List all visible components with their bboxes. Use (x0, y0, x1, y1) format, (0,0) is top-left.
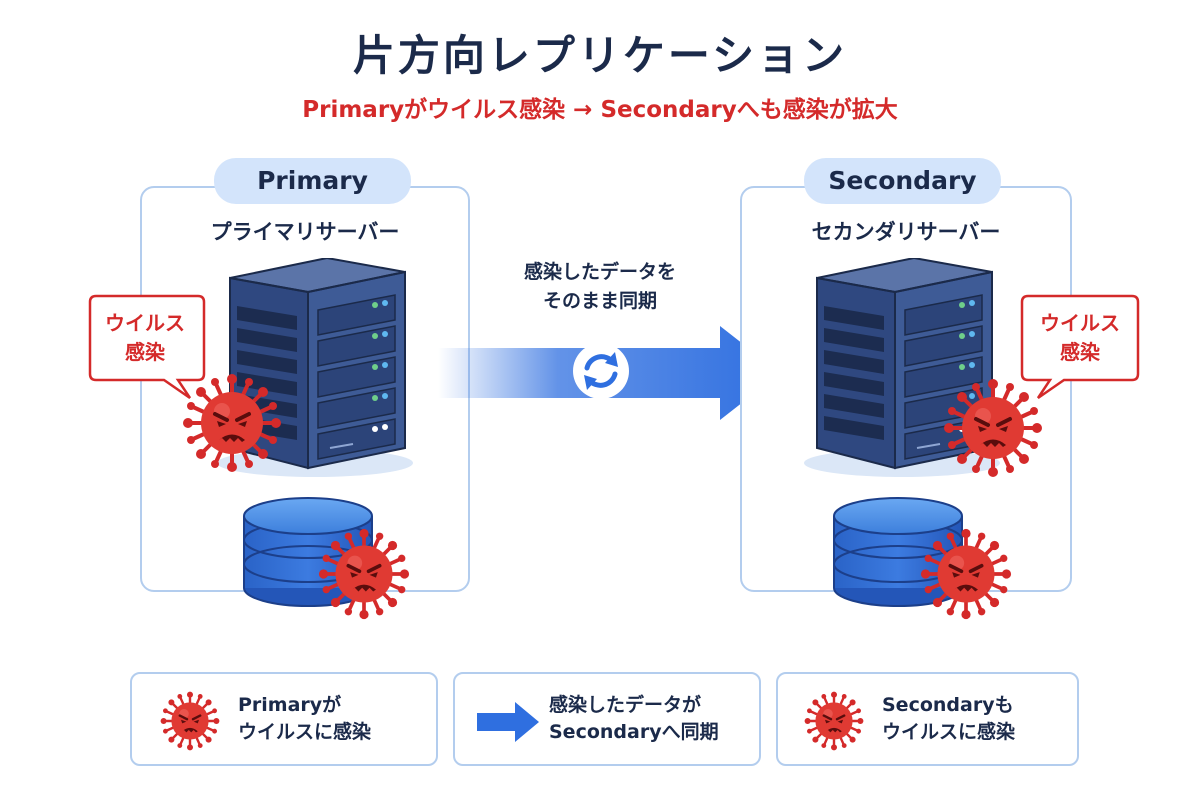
virus-icon (160, 691, 220, 751)
summary-card-sync: 感染したデータが Secondaryへ同期 (453, 672, 761, 766)
summary-card-secondary-text: Secondaryも ウイルスに感染 (882, 692, 1015, 746)
summary-card-primary-line2: ウイルスに感染 (238, 721, 372, 743)
virus-icon (920, 528, 1012, 620)
secondary-bubble-text: ウイルス 感染 (1022, 309, 1138, 367)
sync-caption-line2: そのまま同期 (542, 290, 657, 312)
virus-icon (182, 373, 282, 473)
virus-icon (318, 528, 410, 620)
summary-card-secondary-line2: ウイルスに感染 (882, 721, 1016, 743)
sync-icon (573, 343, 629, 399)
secondary-bubble-line2: 感染 (1060, 340, 1100, 364)
secondary-bubble-line1: ウイルス (1040, 311, 1120, 335)
primary-server-label: プライマリサーバー (210, 220, 400, 244)
page-title: 片方向レプリケーション (352, 31, 848, 80)
secondary-server-label: セカンダリサーバー (811, 220, 1001, 244)
secondary-pill: Secondary (804, 158, 1001, 204)
summary-card-secondary: Secondaryも ウイルスに感染 (776, 672, 1079, 766)
page-subtitle: Primaryがウイルス感染 → Secondaryへも感染が拡大 (302, 97, 898, 123)
arrow-right-icon (477, 702, 539, 742)
summary-card-primary-text: Primaryが ウイルスに感染 (238, 692, 371, 746)
primary-pill: Primary (214, 158, 411, 204)
summary-card-sync-line2: Secondaryへ同期 (549, 721, 719, 743)
summary-card-sync-text: 感染したデータが Secondaryへ同期 (549, 692, 719, 746)
summary-card-primary-line1: Primaryが (238, 694, 342, 716)
summary-card-secondary-line1: Secondaryも (882, 694, 1014, 716)
primary-bubble-line2: 感染 (125, 340, 165, 364)
sync-caption-line1: 感染したデータを (523, 261, 676, 283)
summary-card-primary: Primaryが ウイルスに感染 (130, 672, 438, 766)
virus-icon (943, 378, 1043, 478)
secondary-bubble (1020, 294, 1140, 400)
primary-bubble-line1: ウイルス (105, 311, 185, 335)
primary-bubble (88, 294, 206, 400)
sync-caption: 感染したデータを そのまま同期 (480, 258, 720, 316)
primary-bubble-text: ウイルス 感染 (88, 309, 202, 367)
summary-card-sync-line1: 感染したデータが (549, 694, 702, 716)
virus-icon (804, 691, 864, 751)
